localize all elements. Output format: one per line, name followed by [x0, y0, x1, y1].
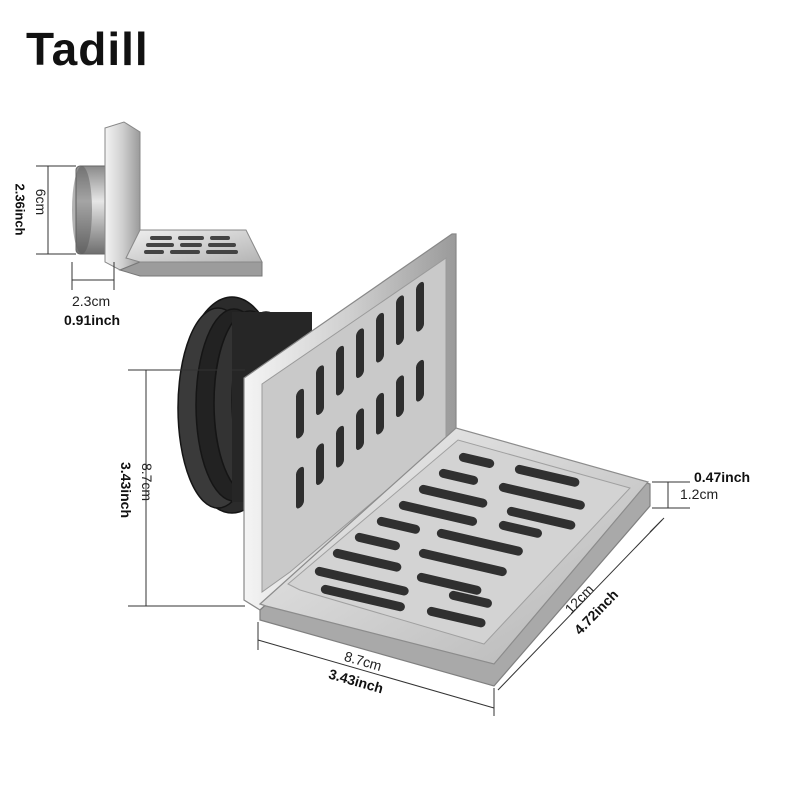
thickness-inch-label: 0.47inch	[694, 469, 751, 485]
height-cm-label: 8.7cm	[139, 462, 156, 502]
thumb-height-inch-label: 2.36inch	[12, 183, 28, 236]
thumbnail-drain	[36, 121, 263, 290]
main-drain	[177, 233, 651, 687]
horizontal-grate-slots	[314, 452, 585, 628]
thumb-depth-inch-label: 0.91inch	[64, 312, 121, 328]
dimension-lines	[128, 369, 690, 716]
thumb-height-cm-label: 6cm	[33, 188, 50, 216]
thumb-depth-cm-label: 2.3cm	[72, 293, 111, 309]
vertical-grate-slots	[296, 281, 424, 509]
height-inch-label: 3.43inch	[118, 461, 135, 519]
brand-logo: Tadill	[26, 23, 149, 75]
thickness-cm-label: 1.2cm	[680, 486, 719, 502]
